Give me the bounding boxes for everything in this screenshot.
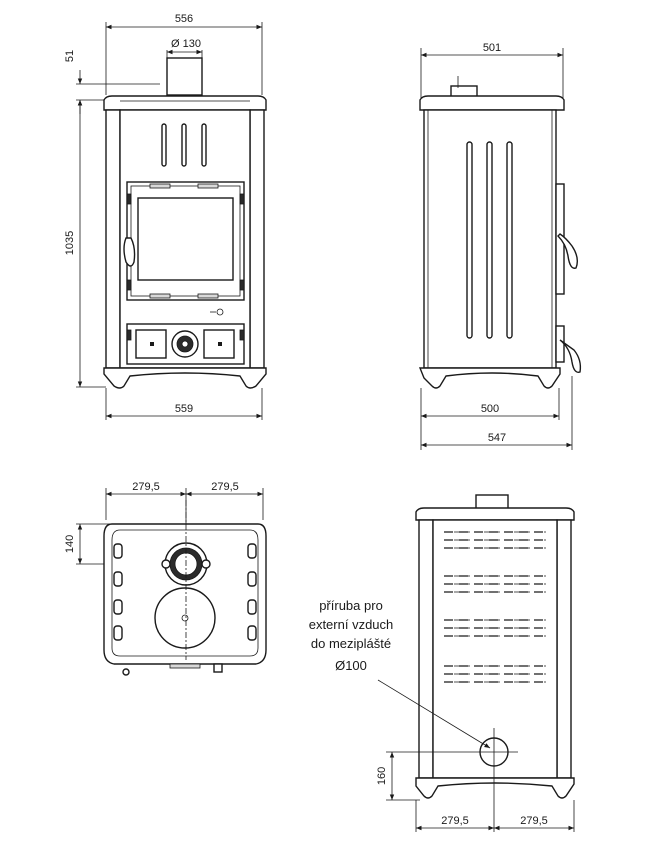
rear-half-right-label: 279,5 bbox=[520, 815, 548, 827]
side-depth-total-label: 547 bbox=[488, 432, 506, 444]
front-width-top-label: 556 bbox=[175, 13, 193, 25]
rear-note-line3: do meziplášté bbox=[311, 636, 391, 651]
side-depth-top-label: 501 bbox=[483, 42, 501, 54]
rear-vent-slots bbox=[444, 531, 546, 683]
side-view: 501 500 547 bbox=[418, 42, 582, 450]
front-width-base-label: 559 bbox=[175, 403, 193, 415]
top-right-vents bbox=[247, 543, 257, 641]
side-depth-base-label: 500 bbox=[481, 403, 499, 415]
top-left-vents bbox=[113, 543, 123, 641]
rear-view: příruba pro externí vzduch do meziplášté… bbox=[309, 494, 575, 832]
rear-note-line1: příruba pro bbox=[319, 598, 383, 613]
rear-note-line2: externí vzduch bbox=[309, 617, 394, 632]
rear-inlet-height-label: 160 bbox=[376, 767, 388, 785]
front-flue-height-label: 51 bbox=[64, 50, 76, 62]
front-height-label: 1035 bbox=[64, 231, 76, 255]
top-half-left-label: 279,5 bbox=[132, 481, 160, 493]
top-half-right-label: 279,5 bbox=[211, 481, 239, 493]
top-view: 279,5 279,5 140 bbox=[64, 481, 267, 676]
rear-half-left-label: 279,5 bbox=[441, 815, 469, 827]
front-view: 556 Ø 130 51 1035 bbox=[64, 13, 267, 420]
rear-note-diameter: Ø100 bbox=[335, 658, 367, 673]
top-flue-offset-label: 140 bbox=[64, 535, 76, 553]
front-flue-diameter-label: Ø 130 bbox=[171, 38, 201, 50]
